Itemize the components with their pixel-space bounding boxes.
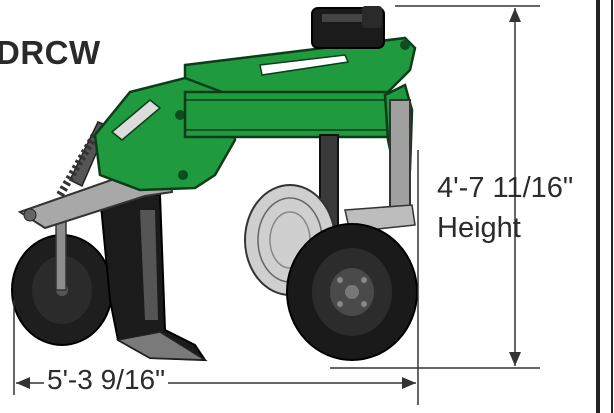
ripper-shank — [98, 194, 208, 362]
front-coulter-wheel — [11, 214, 113, 346]
main-tire — [286, 223, 418, 361]
height-dimension-label: 4'-7 11/16" Height — [437, 168, 573, 248]
height-caption: Height — [437, 212, 521, 244]
model-name: DRCW — [0, 34, 101, 71]
height-value: 4'-7 11/16" — [437, 172, 574, 204]
main-frame — [93, 36, 417, 192]
height-dimension — [330, 5, 540, 369]
width-value: 5'-3 9/16" — [44, 364, 169, 396]
top-motor — [311, 6, 385, 49]
